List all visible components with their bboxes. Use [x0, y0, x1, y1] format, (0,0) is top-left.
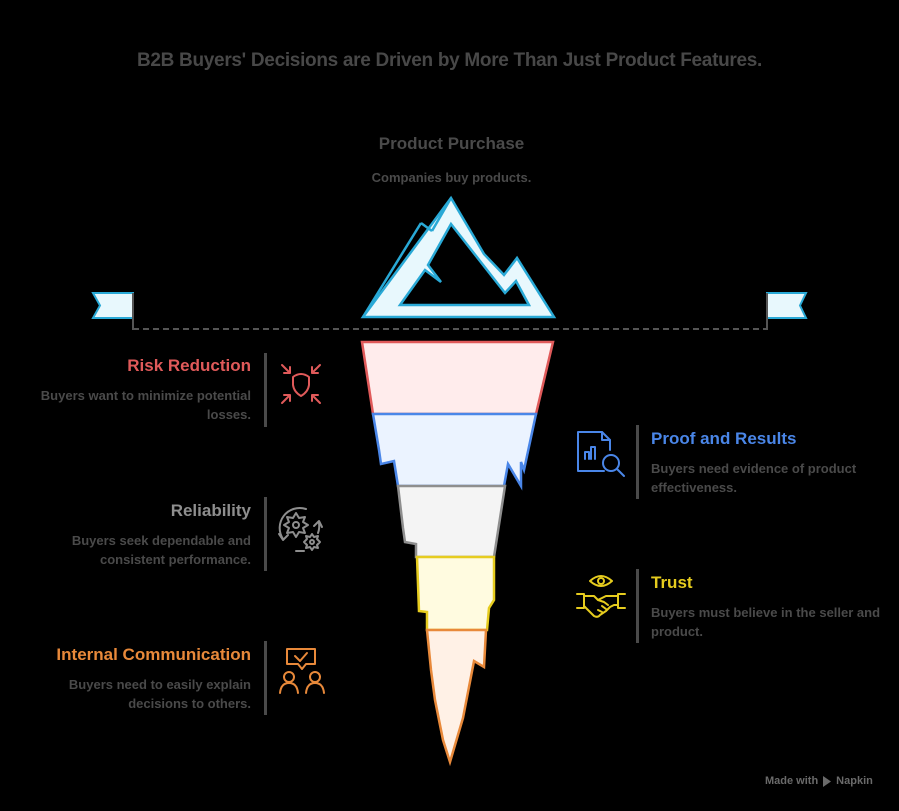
diagram-title: B2B Buyers' Decisions are Driven by More…: [136, 50, 763, 71]
layer-risk-reduction: [360, 340, 555, 416]
separator: [636, 569, 639, 643]
item-description: Buyers want to minimize potential losses…: [40, 388, 251, 422]
separator: [636, 425, 639, 499]
napkin-brand-label: Napkin: [836, 775, 873, 787]
eye-handshake-icon: [576, 575, 626, 618]
item-internal-communication: Internal Communication Buyers need to ea…: [15, 645, 251, 713]
item-description: Buyers need evidence of product effectiv…: [651, 461, 857, 495]
layer-internal-communication: [425, 628, 488, 767]
item-title: Reliability: [170, 501, 251, 520]
item-title: Proof and Results: [651, 429, 797, 448]
item-risk-reduction: Risk Reduction Buyers want to minimize p…: [15, 356, 251, 424]
item-title: Trust: [651, 573, 693, 592]
layer-trust: [415, 555, 496, 632]
separator: [264, 497, 267, 571]
gears-cycle-icon: [278, 506, 323, 552]
item-description: Buyers need to easily explain decisions …: [68, 677, 251, 711]
item-title: Internal Communication: [56, 645, 251, 664]
iceberg-peak-icon: [360, 195, 557, 319]
right-flag-icon: [766, 292, 808, 330]
left-flag-icon: [91, 292, 134, 330]
separator: [264, 353, 267, 427]
separator: [264, 641, 267, 715]
item-title: Risk Reduction: [127, 356, 251, 375]
people-approval-chat-icon: [279, 648, 325, 694]
item-description: Buyers must believe in the seller and pr…: [651, 605, 881, 639]
peak-description: Companies buy products.: [371, 170, 532, 185]
item-trust: Trust Buyers must believe in the seller …: [651, 573, 891, 641]
napkin-logo-icon: [823, 775, 832, 787]
made-with-label: Made with: [765, 775, 819, 787]
item-description: Buyers seek dependable and consistent pe…: [71, 533, 251, 567]
layer-reliability: [396, 484, 507, 559]
item-reliability: Reliability Buyers seek dependable and c…: [15, 501, 251, 569]
item-proof-results: Proof and Results Buyers need evidence o…: [651, 429, 891, 497]
peak-label: Product Purchase: [378, 134, 525, 153]
layer-proof-results: [371, 412, 538, 491]
shield-converging-arrows-icon: [281, 364, 321, 404]
made-with-napkin-badge: Made with Napkin: [765, 775, 873, 787]
document-chart-magnifier-icon: [577, 431, 625, 477]
